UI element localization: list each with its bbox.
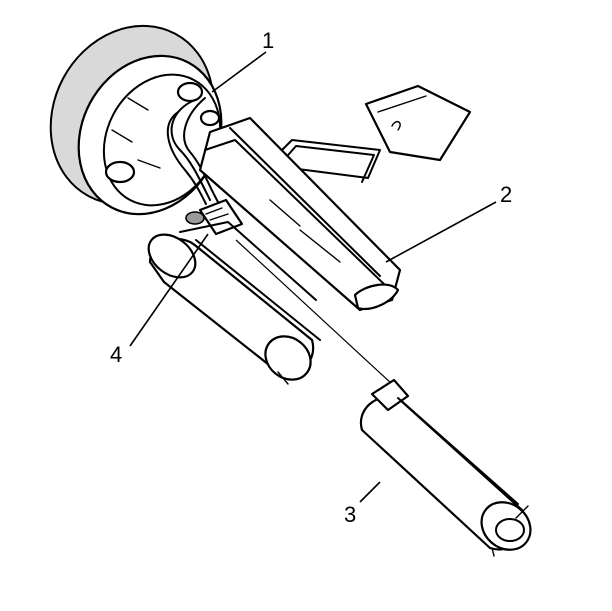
fuel-pump	[359, 378, 532, 557]
callout-label-4: 4	[110, 342, 122, 367]
assembly-axis-line	[235, 239, 393, 385]
leader-3	[359, 481, 381, 503]
callout-label-1: 1	[262, 28, 274, 53]
leader-4	[129, 233, 209, 347]
leader-2	[385, 201, 497, 263]
fuel-reservoir	[198, 116, 402, 312]
fuel-level-sender	[271, 84, 472, 183]
fuel-filter-canister	[147, 211, 321, 385]
callout-label-2: 2	[500, 182, 512, 207]
leader-lines	[129, 51, 497, 503]
wiring-harness	[166, 97, 219, 205]
callout-label-3: 3	[344, 502, 356, 527]
leader-1	[211, 51, 267, 93]
